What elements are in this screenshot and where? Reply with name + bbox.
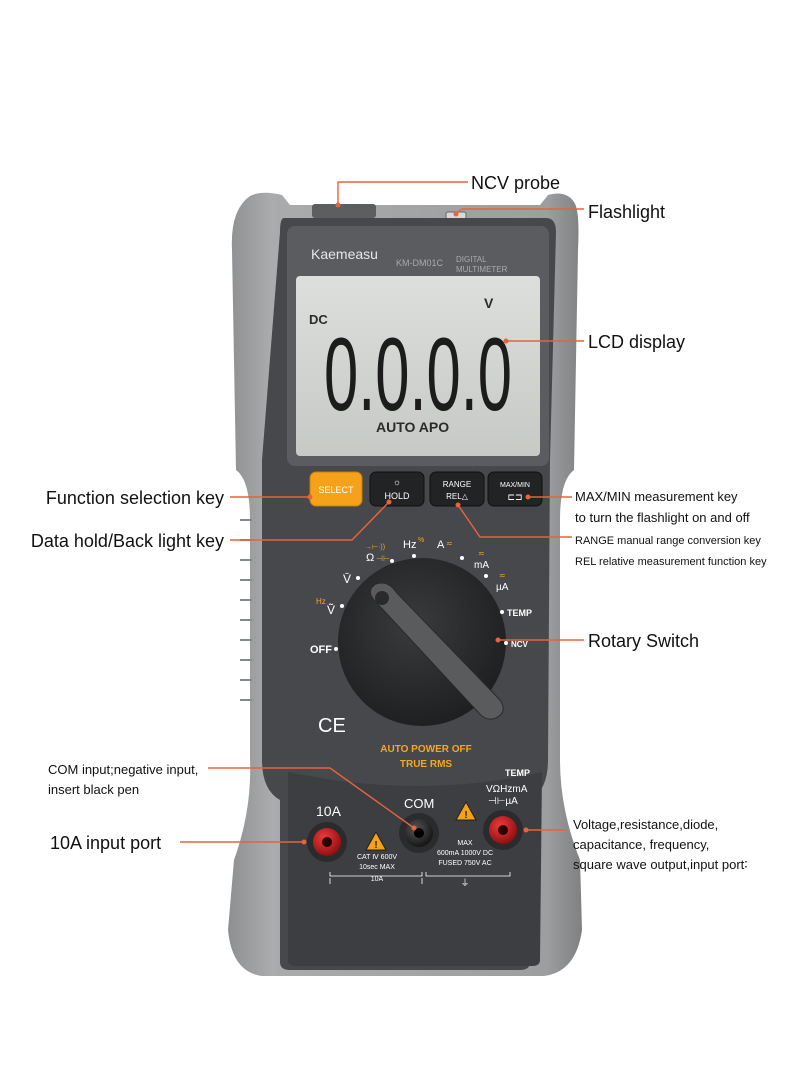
callout-dots: [301, 202, 531, 845]
callout-data-hold: Data hold/Back light key: [31, 531, 224, 551]
range-rel-button[interactable]: RANGE REL△: [429, 471, 485, 507]
cat-rating-1: CAT Ⅳ 600V: [357, 854, 397, 861]
cat-rating-2: 10sec MAX: [359, 864, 395, 871]
svg-text:!: !: [374, 840, 377, 851]
port-com-label: COM: [404, 796, 434, 811]
callout-maxmin-2: to turn the flashlight on and off: [575, 510, 750, 525]
callout-function-selection: Function selection key: [46, 488, 224, 508]
cat-rating-3: 10A: [371, 876, 384, 883]
callout-voltage-3: square wave output,input port∶: [573, 857, 748, 872]
dial-hz: Hz: [403, 539, 416, 551]
port-func-label-1: VΩHzmA: [486, 784, 528, 795]
sun-icon: ☼: [393, 477, 401, 487]
dial-a: A: [437, 539, 445, 551]
lcd-unit: V: [484, 295, 494, 311]
callout-flashlight: Flashlight: [588, 202, 665, 222]
callout-com-2: insert black pen: [48, 782, 139, 797]
callout-voltage-1: Voltage,resistance,diode,: [573, 817, 718, 832]
callout-rel-key: REL relative measurement function key: [575, 556, 767, 568]
callout-maxmin-1: MAX/MIN measurement key: [575, 489, 738, 504]
dial-labels: OFF Hz Ṽ V̄ Ω →⊢·)) ⊣⊢ Hz % A ≂ mA ≂ µA …: [310, 537, 532, 656]
warning-icon: !: [365, 830, 387, 851]
dial-ma: mA: [474, 560, 489, 571]
port-10a-label: 10A: [316, 803, 342, 819]
port-panel: [288, 772, 542, 966]
ma-acdc-icon: ≂: [478, 549, 485, 558]
flashlight-icon: ⊏⊐: [507, 492, 522, 502]
ground-icon: ⏚: [460, 878, 469, 888]
ncv-probe-tab: [312, 204, 376, 218]
callout-lcd-display: LCD display: [588, 332, 685, 352]
callout-voltage-2: capacitance, frequency,: [573, 837, 709, 852]
max-rating-3: FUSED 750V AC: [438, 860, 491, 867]
max-rating-2: 600mA 1000V DC: [437, 850, 493, 857]
callout-range-key: RANGE manual range conversion key: [575, 535, 761, 547]
hz-percent-icon: %: [418, 537, 424, 544]
port-func-label-2: ⊣⊢µA: [488, 796, 518, 807]
port-voltage-jack[interactable]: [483, 810, 523, 850]
dial-temp: TEMP: [507, 608, 532, 618]
select-button[interactable]: SELECT: [309, 471, 363, 507]
dial-v-ac: Ṽ: [327, 603, 335, 617]
brand-label: Kaemeasu: [311, 246, 378, 262]
lcd-reading: 0.0.0.0: [324, 317, 512, 433]
callout-com-1: COM input;negative input,: [48, 762, 198, 777]
lcd-status: AUTO APO: [376, 419, 449, 435]
maxmin-button[interactable]: MAX/MIN ⊏⊐: [487, 471, 543, 507]
model-label: KM-DM01C: [396, 258, 444, 268]
svg-text:!: !: [464, 810, 467, 821]
port-com-jack[interactable]: [399, 813, 439, 853]
svg-text:REL△: REL△: [446, 492, 469, 501]
max-rating-1: MAX: [457, 840, 473, 847]
svg-text:RANGE: RANGE: [443, 480, 471, 489]
dial-v-dc: V̄: [343, 572, 351, 586]
ua-acdc-icon: ≂: [499, 571, 506, 580]
svg-text:HOLD: HOLD: [384, 491, 410, 501]
hold-button[interactable]: ☼ HOLD: [369, 471, 425, 507]
callout-10a-input: 10A input port: [50, 833, 161, 853]
callout-lines: [180, 181, 584, 843]
type-label-1: DIGITAL: [456, 255, 487, 264]
dial-hz-orange: Hz: [316, 597, 326, 606]
dial-ncv: NCV: [511, 640, 529, 649]
dial-off: OFF: [310, 644, 332, 656]
type-label-2: MULTIMETER: [456, 265, 508, 274]
dial-ua: µA: [496, 582, 509, 593]
callout-ncv-probe: NCV probe: [471, 173, 560, 193]
diode-icon: →⊢·)): [365, 544, 385, 551]
callout-rotary-switch: Rotary Switch: [588, 631, 699, 651]
true-rms-label: TRUE RMS: [400, 759, 453, 770]
port-10a-jack[interactable]: [307, 822, 347, 862]
rotary-switch[interactable]: [338, 558, 506, 726]
capacitor-icon: ⊣⊢: [376, 554, 390, 563]
a-acdc-icon: ≂: [446, 539, 453, 548]
svg-text:SELECT: SELECT: [318, 485, 354, 495]
ce-mark: CE: [318, 715, 346, 737]
lcd-mode: DC: [309, 312, 328, 327]
warning-icon: !: [455, 800, 477, 821]
lcd-screen: [296, 276, 540, 456]
svg-text:MAX/MIN: MAX/MIN: [500, 482, 530, 489]
dial-omega: Ω: [366, 552, 374, 564]
port-brackets: [329, 872, 511, 884]
auto-power-off-label: AUTO POWER OFF: [380, 744, 471, 755]
port-temp-label: TEMP: [505, 768, 530, 778]
